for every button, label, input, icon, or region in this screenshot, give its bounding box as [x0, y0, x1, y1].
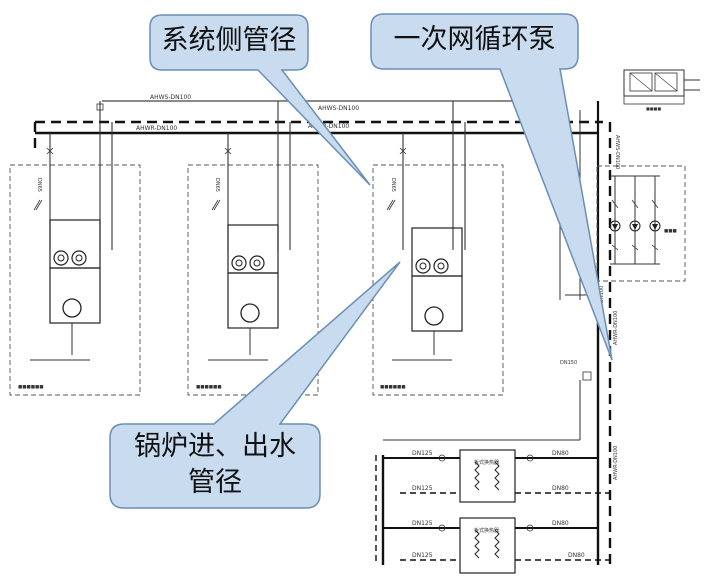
- pump-group: ■■■: [596, 165, 686, 282]
- svg-text:■■■■■■: ■■■■■■: [380, 385, 406, 390]
- label-dn150: DN150: [560, 360, 577, 366]
- label-branch-2: DN65: [214, 178, 220, 192]
- label-branch-3: DN65: [390, 178, 396, 192]
- label-return-main: AHWR-DN100: [136, 125, 177, 132]
- expansion-tank: ■■■■: [623, 69, 700, 111]
- label-hx1-out-mid: DN80: [552, 485, 569, 492]
- label-hx-1: 板式换热器: [474, 459, 499, 466]
- label-hx2-out-top: DN80: [552, 520, 569, 527]
- boiler-module-2: ■■■■■■ DN65: [187, 101, 319, 396]
- boiler-module-3: ■■■■■■ DN65: [372, 101, 504, 396]
- heat-exchanger-1: [459, 449, 516, 503]
- heat-exchanger-section: 板式换热器 DN125 DN80 DN125 DN80 板式换热器 DN125 …: [375, 380, 610, 574]
- heat-exchanger-2: [459, 517, 516, 574]
- callout-primary-pump-text: 一次网循环泵: [393, 24, 556, 55]
- boiler-1: [49, 219, 101, 324]
- label-vertical-low: AHWR-DN100: [613, 446, 619, 480]
- svg-text:■■■■■■: ■■■■■■: [196, 385, 222, 390]
- svg-text:■■■: ■■■: [664, 229, 677, 234]
- boiler-module-1: ■■■■■■ DN65: [9, 101, 141, 396]
- label-supply-main-mid: AHWS-DN100: [318, 105, 359, 112]
- callout-system-pipe: [149, 14, 371, 186]
- boiler-2: [227, 224, 279, 329]
- label-hx1-mid: DN125: [412, 485, 433, 492]
- callout-primary-pump: [370, 13, 613, 361]
- label-hx1-in: DN125: [412, 450, 433, 457]
- callout-boiler-pipe-text-line1: 锅炉进、出水: [134, 431, 296, 462]
- main-return-pipe-dashed: [33, 120, 603, 148]
- callout-boiler-pipe-text-line2: 管径: [188, 467, 242, 498]
- svg-text:■■■■■■: ■■■■■■: [18, 385, 44, 390]
- label-hx2-in: DN125: [412, 520, 433, 527]
- label-hx2-mid: DN125: [412, 552, 433, 559]
- callout-boiler-pipe: [109, 261, 401, 509]
- label-hx2-out-bottom: DN80: [568, 552, 585, 559]
- label-hx-2: 板式换热器: [474, 527, 499, 534]
- label-hx1-out-top: DN80: [552, 450, 569, 457]
- label-vertical-mid-2: AHWR-DN100: [613, 311, 619, 345]
- label-return-main-mid: AHWR-DN100: [308, 123, 349, 130]
- svg-text:■■■■: ■■■■: [646, 106, 661, 111]
- label-branch-1: DN65: [36, 178, 42, 192]
- label-vertical-right-1: AHWS-DN100: [614, 135, 620, 169]
- callout-system-pipe-text: 系统侧管径: [161, 25, 297, 56]
- label-supply-main: AHWS-DN100: [150, 94, 191, 101]
- main-supply-pipe: [102, 100, 561, 104]
- boiler-3: [411, 227, 463, 332]
